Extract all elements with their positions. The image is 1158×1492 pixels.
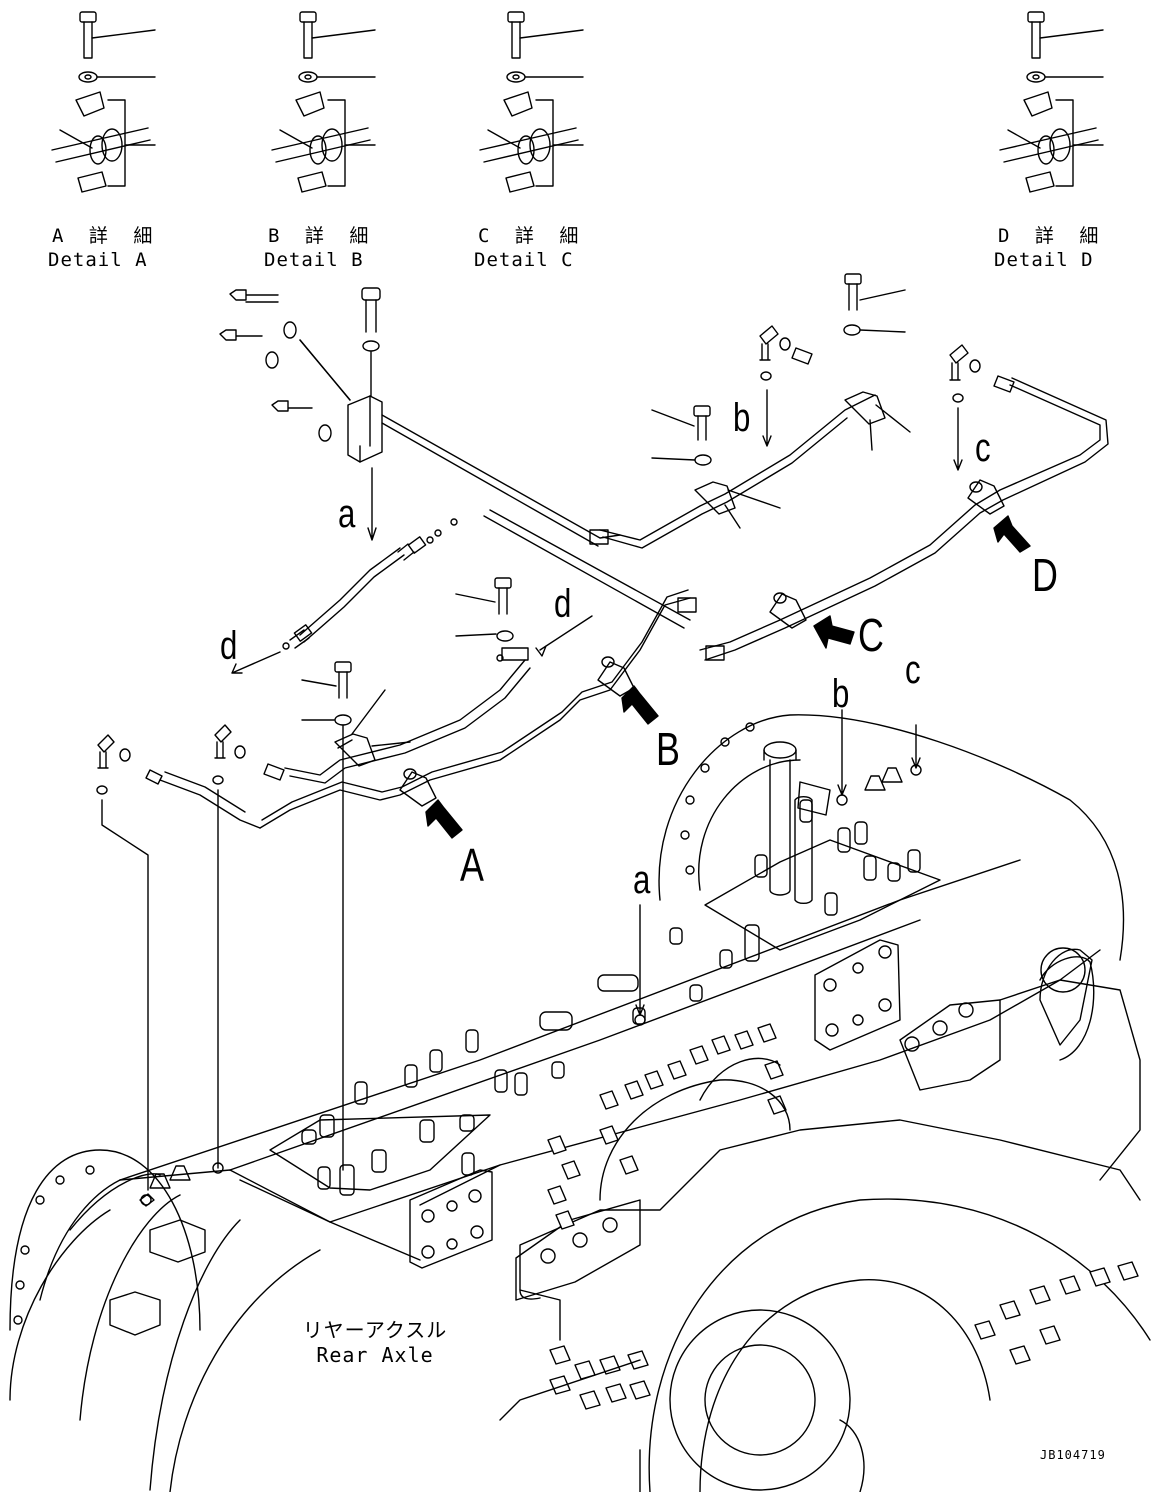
left-hub-bolts — [14, 1166, 94, 1324]
axle-bosses — [302, 800, 920, 1195]
carrier-bolts — [548, 1024, 786, 1229]
view-arrows — [426, 516, 1030, 838]
ref-letter-a-lower: a — [633, 858, 651, 902]
drawing-code: JB104719 — [1040, 1448, 1106, 1462]
detail-d-label-jp: D 詳 細 — [998, 225, 1106, 247]
detail-d-assembly — [1000, 12, 1103, 192]
detail-c-label-jp: C 詳 細 — [478, 225, 586, 247]
right-hub-bolts — [681, 723, 754, 874]
ring-bolts — [550, 1262, 1138, 1409]
detail-c-assembly — [480, 12, 583, 192]
pipe-clamps — [302, 274, 1004, 806]
reference-arrows — [102, 340, 962, 1190]
view-arrow-label-d: D — [1032, 549, 1058, 601]
ref-letter-c-upper: c — [975, 426, 991, 470]
detail-a-label-en: Detail A — [48, 249, 148, 271]
component-label-jp: リヤーアクスル — [302, 1318, 448, 1342]
detail-c-label-en: Detail C — [474, 249, 574, 271]
ref-letter-b-lower: b — [832, 672, 850, 716]
junction-block-assembly — [220, 288, 382, 540]
ref-letter-c-lower: c — [905, 648, 921, 692]
detail-b-label-jp: B 詳 細 — [268, 225, 376, 247]
ref-letter-d-right: d — [554, 582, 572, 626]
detail-b-assembly — [272, 12, 375, 192]
ref-letter-d-left: d — [220, 624, 238, 668]
brake-piping — [97, 326, 1108, 828]
rear-axle-housing — [10, 715, 1150, 1492]
detail-a-label-jp: A 詳 細 — [52, 225, 160, 247]
detail-a-assembly — [52, 12, 155, 192]
view-arrow-label-c: C — [858, 609, 884, 661]
detail-b-label-en: Detail B — [264, 249, 364, 271]
view-arrow-label-b: B — [656, 723, 680, 775]
component-label-en: Rear Axle — [316, 1343, 434, 1367]
detail-d-label-en: Detail D — [994, 249, 1094, 271]
view-arrow-label-a: A — [460, 839, 484, 891]
ref-letter-a-upper: a — [338, 492, 356, 536]
ref-letter-b-upper: b — [733, 396, 751, 440]
